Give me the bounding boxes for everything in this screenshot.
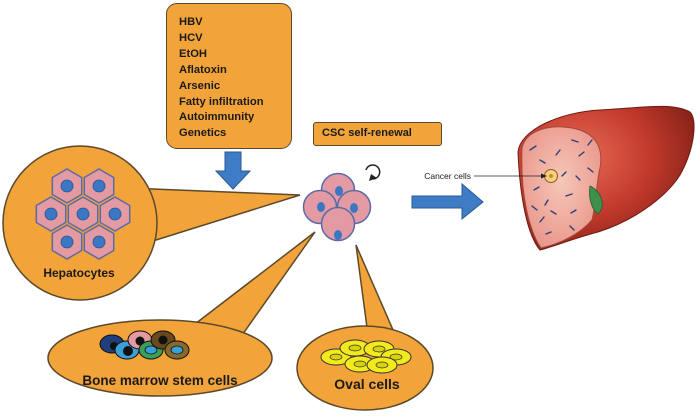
oval-cells-label: Oval cells	[334, 376, 400, 392]
cause-item-arsenic: Arsenic	[179, 79, 221, 92]
cause-item-fatty-infiltration: Fatty infiltration	[179, 95, 264, 108]
hepatocytes-callout: Hepatocytes	[2, 145, 301, 301]
liver-vessel-mark	[544, 199, 549, 206]
liver-vessel-mark	[531, 205, 538, 211]
liver-vessel-mark	[539, 159, 546, 164]
causes-list-box: HBV HCV EtOH Aflatoxin Arsenic Fatty inf…	[166, 3, 292, 149]
liver-vessel-mark	[587, 139, 593, 146]
cause-item-aflatoxin: Aflatoxin	[179, 63, 227, 76]
liver-vessel-mark	[575, 175, 581, 181]
cause-item-autoimmunity: Autoimmunity	[179, 111, 255, 124]
liver-vessel-mark	[587, 167, 594, 173]
hepatocyte-nucleus	[60, 179, 74, 193]
cause-item-hbv: HBV	[179, 16, 203, 28]
down-arrow	[214, 151, 252, 190]
liver-vessel-mark	[561, 171, 567, 177]
liver-vessel-mark	[533, 186, 540, 191]
bone-marrow-pointer	[193, 231, 316, 339]
gallbladder	[589, 185, 603, 215]
cancer-cells-pointer-head	[541, 173, 547, 179]
csc-self-renewal-box: CSC self-renewal	[313, 122, 442, 146]
csc-cluster	[302, 172, 372, 242]
cause-item-hcv: HCV	[179, 31, 203, 44]
bone-marrow-callout: Bone marrow stem cells	[47, 231, 316, 397]
hepatocyte-nucleus	[44, 207, 58, 221]
liver-illustration	[517, 105, 695, 251]
liver-vessel-mark	[571, 139, 579, 143]
cause-item-etoh: EtOH	[179, 47, 207, 60]
right-arrow	[411, 182, 484, 221]
liver-vessel-mark	[545, 231, 552, 235]
liver-vessel-mark	[555, 149, 561, 156]
oval-cell-group	[320, 339, 412, 374]
cause-item-genetics: Genetics	[179, 127, 227, 140]
liver-vessel-mark	[550, 210, 557, 215]
liver-vessels	[529, 139, 594, 235]
liver-vessel-mark	[569, 225, 575, 231]
hepatocyte-nucleus	[92, 179, 106, 193]
liver-vessel-mark	[570, 209, 577, 214]
liver-vessel-mark	[565, 193, 573, 197]
liver-vessel-mark	[539, 216, 545, 223]
hepatocyte-nucleus	[60, 235, 74, 249]
hepatocyte-nucleus	[76, 207, 90, 221]
self-renewal-arrow-icon	[365, 164, 381, 181]
bone-marrow-label: Bone marrow stem cells	[82, 373, 237, 388]
hepatocyte-nucleus	[92, 235, 106, 249]
cancer-cells-label: Cancer cells	[424, 171, 471, 181]
liver-vessel-mark	[529, 145, 537, 151]
oval-cells-pointer	[355, 244, 395, 336]
hepatocyte-nucleus	[108, 207, 122, 221]
liver-vessel-mark	[578, 151, 585, 157]
bone-marrow-cells	[99, 330, 190, 360]
oval-cells-callout: Oval cells	[296, 244, 434, 411]
hepatocyte-hexagons	[35, 168, 131, 260]
hepatocytes-label: Hepatocytes	[43, 266, 115, 280]
